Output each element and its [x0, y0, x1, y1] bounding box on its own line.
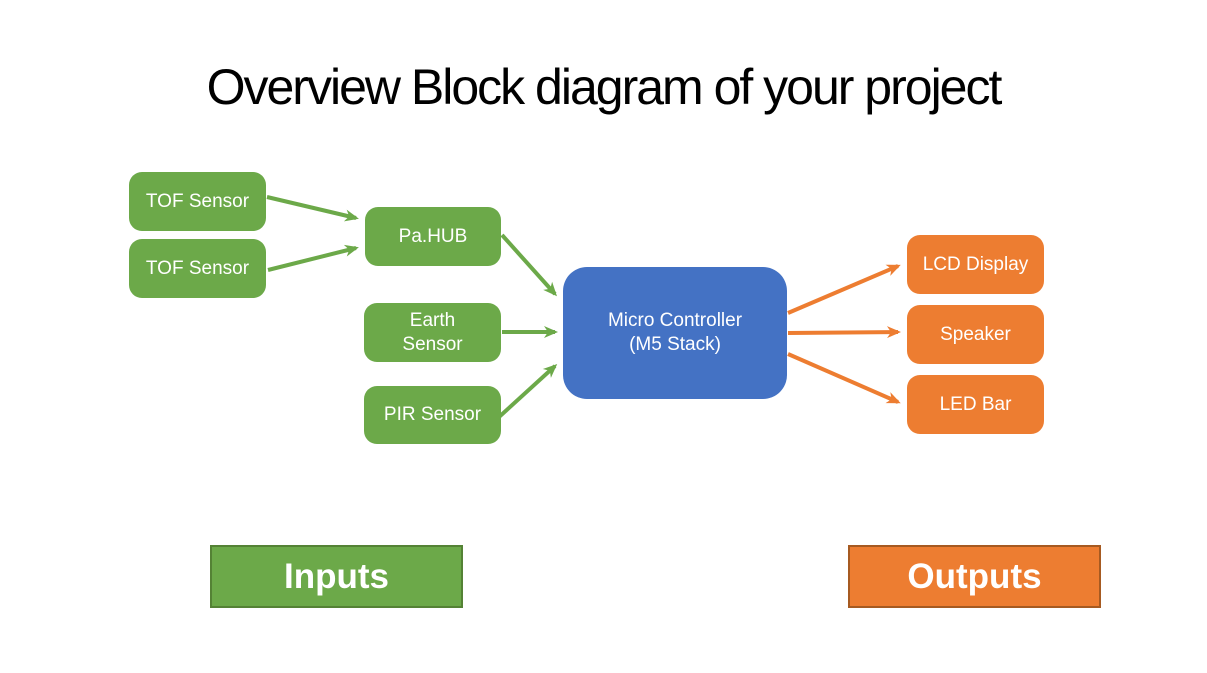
node-tof-sensor-1: TOF Sensor [129, 172, 266, 231]
node-micro-controller-label: Micro Controller (M5 Stack) [607, 310, 743, 355]
node-led-bar-label: LED Bar [939, 393, 1012, 415]
node-tof-sensor-2: TOF Sensor [129, 239, 266, 298]
node-pahub-label: Pa.HUB [398, 225, 468, 247]
node-tof-sensor-1-label: TOF Sensor [145, 190, 250, 212]
slide-title: Overview Block diagram of your project [206, 59, 1003, 115]
node-pir-sensor-label: PIR Sensor [383, 404, 482, 426]
legend-inputs: Inputs [210, 545, 463, 608]
node-led-bar: LED Bar [907, 375, 1044, 434]
node-tof-sensor-2-label: TOF Sensor [145, 257, 250, 279]
legend-outputs: Outputs [848, 545, 1101, 608]
node-pahub: Pa.HUB [365, 207, 501, 266]
node-lcd-display-label: LCD Display [922, 253, 1029, 275]
arrow-tof1-to-pahub [266, 195, 359, 222]
arrow-pahub-to-controller [500, 233, 558, 297]
arrow-tof2-to-pahub [267, 244, 359, 272]
arrow-controller-to-lcd [787, 264, 901, 315]
legend-inputs-label: Inputs [284, 556, 389, 596]
node-micro-controller: Micro Controller (M5 Stack) [563, 267, 787, 399]
node-speaker-label: Speaker [940, 323, 1011, 345]
node-earth-sensor-label: Earth Sensor [402, 309, 463, 355]
node-pir-sensor: PIR Sensor [364, 386, 501, 444]
legend-outputs-label: Outputs [907, 556, 1042, 596]
node-lcd-display: LCD Display [907, 235, 1044, 294]
node-speaker: Speaker [907, 305, 1044, 364]
arrow-pir-to-controller [497, 363, 558, 419]
node-earth-sensor: Earth Sensor [364, 303, 501, 362]
arrow-controller-to-speaker [787, 326, 901, 339]
arrow-controller-to-led [787, 352, 901, 404]
